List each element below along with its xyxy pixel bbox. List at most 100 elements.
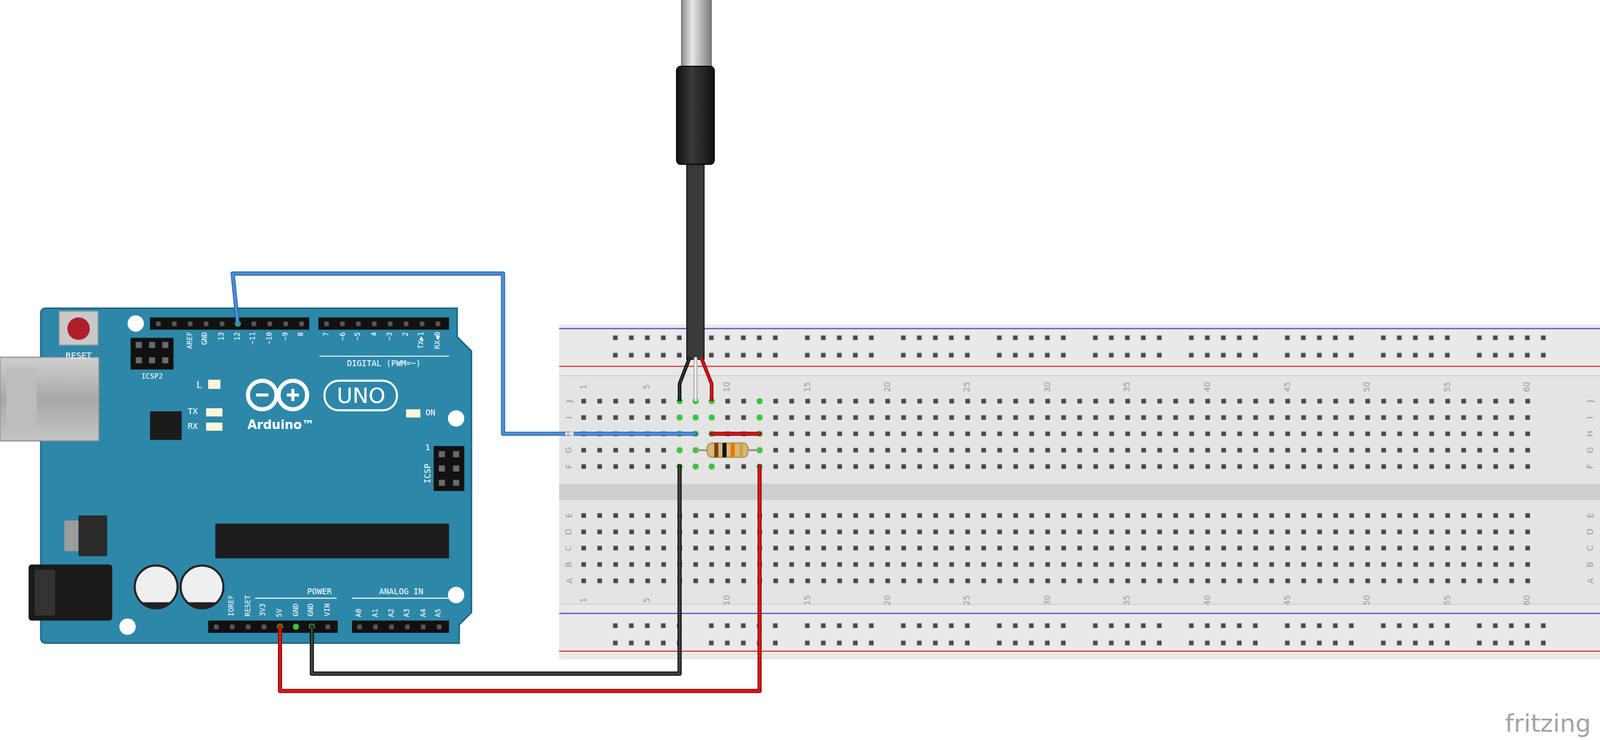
header-label: ANALOG IN	[379, 587, 424, 597]
led-label: TX	[187, 408, 198, 417]
breadboard	[559, 484, 1600, 501]
column-number: 40	[1203, 381, 1212, 393]
arduino-board	[438, 450, 445, 457]
arduino-board	[448, 587, 465, 604]
column-number: 15	[803, 594, 812, 606]
arduino-board	[78, 515, 108, 557]
arduino-board	[134, 565, 178, 608]
breadboard	[559, 324, 1600, 660]
arduino-board	[292, 624, 299, 630]
breadboard	[559, 366, 1600, 368]
header-label: DIGITAL (PWM=~)	[346, 360, 421, 369]
arduino-board	[206, 408, 223, 417]
arduino-board	[135, 341, 142, 348]
resistor-symbol	[706, 443, 748, 458]
arduino-board	[5, 367, 37, 431]
arduino-board	[0, 357, 99, 441]
row-letter: D	[565, 528, 574, 537]
breadboard	[559, 604, 1600, 660]
arduino-board	[135, 341, 169, 364]
arduino-board	[149, 411, 182, 440]
arduino-board	[278, 381, 307, 410]
breadboard	[575, 392, 1536, 475]
row-letter: I	[1586, 415, 1596, 421]
jumper-wire	[232, 273, 696, 434]
column-number: 25	[963, 381, 972, 393]
row-letter: B	[565, 560, 574, 569]
connected-hole	[708, 414, 715, 421]
pin-label: 4	[370, 331, 379, 336]
column-number: 15	[803, 381, 812, 393]
arduino-board	[256, 393, 269, 397]
temperature-probe	[686, 163, 704, 360]
arduino-board	[433, 446, 465, 492]
pin-label: AREF	[186, 331, 194, 350]
arduino-board	[206, 422, 223, 431]
arduino-board	[352, 620, 450, 633]
column-number: 40	[1203, 594, 1212, 606]
column-number: 35	[1123, 381, 1132, 393]
column-number: 50	[1363, 594, 1372, 606]
connected-hole	[708, 463, 715, 470]
row-letter: H	[565, 429, 574, 438]
pin-label: 2	[402, 331, 410, 336]
arduino-board	[162, 341, 169, 348]
arduino-board	[64, 520, 79, 552]
row-letter: J	[565, 398, 574, 404]
arduino-board	[318, 317, 449, 331]
arduino-board	[135, 357, 142, 364]
arduino-board	[186, 602, 218, 609]
jumper-wire	[280, 466, 760, 691]
arduino-board	[130, 337, 174, 370]
column-number: 1	[579, 597, 588, 604]
pin-label: GND	[292, 603, 300, 617]
arduino-board	[34, 569, 56, 616]
jumper-wire	[711, 432, 760, 435]
column-number: 30	[1043, 381, 1052, 393]
header-label: ICSP	[423, 464, 432, 484]
resistor-symbol	[730, 443, 735, 458]
row-letter: E	[1586, 512, 1596, 520]
pin-label: ~3	[386, 331, 395, 341]
row-letter: C	[565, 544, 574, 553]
row-letter: F	[1586, 463, 1595, 470]
connected-hole	[676, 447, 683, 454]
connected-hole	[756, 414, 763, 421]
arduino-board	[438, 450, 459, 486]
arduino-board	[0, 308, 472, 643]
column-number: 20	[883, 594, 892, 606]
arduino-board	[247, 381, 277, 410]
jumper-wire	[280, 466, 760, 691]
row-letter: G	[565, 446, 574, 455]
column-number: 25	[963, 594, 972, 606]
breadboard	[559, 328, 1600, 330]
arduino-board	[453, 465, 460, 472]
arduino-board	[291, 388, 295, 402]
arduino-board	[28, 564, 112, 622]
arduino-board	[127, 315, 144, 332]
pin-label: VIN	[324, 603, 332, 617]
resistor-symbol	[695, 443, 760, 458]
pin-label: 3V3	[260, 603, 268, 617]
temperature-probe	[679, 357, 690, 402]
row-letter: I	[565, 415, 574, 421]
row-letter: A	[565, 577, 574, 585]
column-number: 10	[723, 381, 732, 393]
resistor-symbol	[739, 443, 743, 458]
temperature-probe	[701, 357, 712, 402]
led-label: L	[196, 380, 202, 390]
temperature-probe	[679, 357, 690, 402]
pin-label: 7	[322, 331, 331, 336]
pin-label: ~10	[266, 331, 274, 345]
resistor-symbol	[714, 443, 719, 458]
jumper-wire	[311, 466, 680, 674]
column-number: 60	[1523, 594, 1532, 606]
arduino-board	[405, 409, 421, 418]
connected-hole	[756, 398, 763, 405]
column-number: 20	[883, 381, 892, 393]
pin-label: RESET	[244, 594, 252, 617]
jumper-wire	[232, 273, 696, 434]
watermark: fritzing	[1505, 711, 1592, 736]
temperature-probe	[676, 66, 715, 165]
